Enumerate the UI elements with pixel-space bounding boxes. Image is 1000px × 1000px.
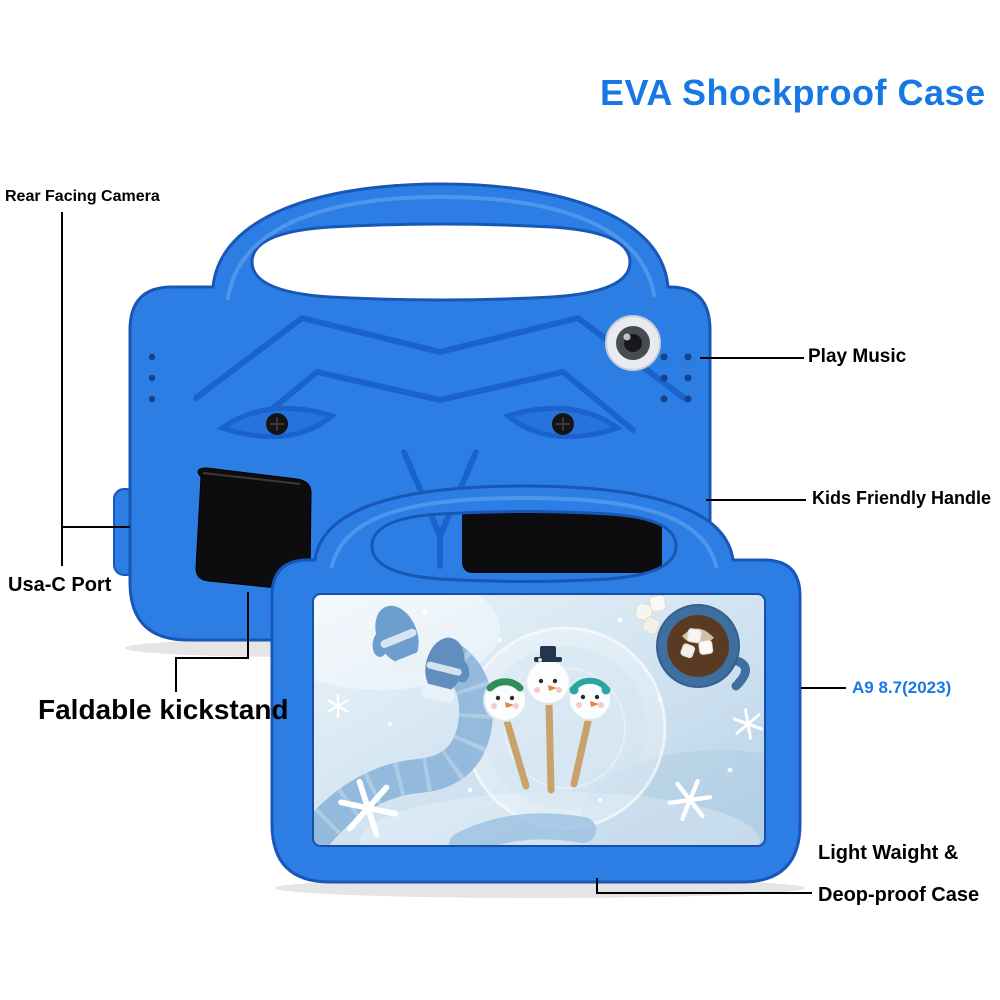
leader-line-usb-port (61, 526, 130, 566)
kickstand-edge-highlight (202, 472, 301, 485)
front-handle-highlight (330, 495, 718, 568)
model-annotation: A9 8.7(2023) (852, 678, 952, 697)
lightweight-annotation-line2: Deop-proof Case (818, 884, 980, 906)
snow-dots (388, 609, 733, 802)
leader-line-kickstand (175, 592, 249, 692)
left-side-holes-icon (148, 353, 156, 403)
lightweight-annotation-line1: Light Waight & (818, 842, 959, 864)
back-handle-highlight (226, 194, 656, 300)
leader-line-light (596, 878, 812, 894)
camera-lens-icon (605, 315, 661, 371)
speaker-holes-icon (660, 353, 692, 403)
cocoa-mug-icon (656, 604, 750, 691)
right-screw-icon (552, 413, 574, 435)
screen-photo (314, 595, 764, 845)
kickstand-panel (462, 503, 662, 573)
front-case (270, 484, 802, 884)
snowman-pops (483, 646, 612, 794)
kids-handle-annotation: Kids Friendly Handle (812, 488, 992, 508)
left-screw-icon (266, 413, 288, 435)
play-music-annotation: Play Music (808, 346, 907, 367)
back-case (113, 182, 712, 642)
mittens-icon (372, 605, 470, 703)
usb-port-annotation: Usa-C Port (8, 574, 112, 596)
rear-camera-annotation: Rear Facing Camera (5, 188, 160, 205)
scarf (314, 641, 596, 845)
page-title: EVA Shockproof Case (600, 72, 986, 113)
ice-disc (463, 626, 667, 830)
marshmallows (634, 595, 667, 635)
annotation-lines (61, 212, 846, 894)
kickstand-annotation: Faldable kickstand (38, 694, 289, 725)
